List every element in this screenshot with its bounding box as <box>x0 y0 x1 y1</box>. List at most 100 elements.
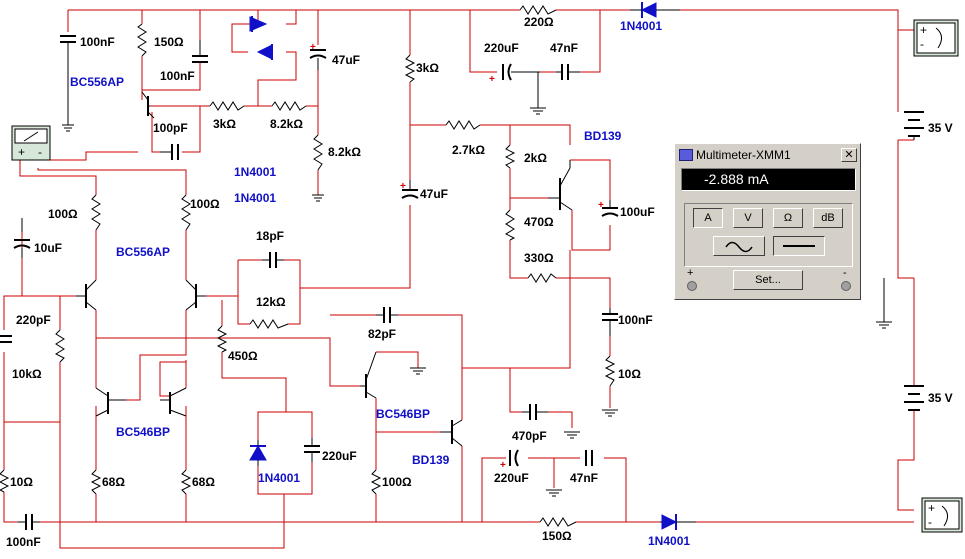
label-12k: 12kΩ <box>256 295 286 309</box>
ground-bc546bp <box>410 367 426 375</box>
multimeter-icon <box>679 148 693 161</box>
svg-text:-: - <box>920 37 924 51</box>
label-220uf-top: 220uF <box>484 41 519 55</box>
resistor-8k2-v <box>313 134 323 171</box>
capacitor-47uf-top <box>309 49 327 70</box>
label-100pf: 100pF <box>153 121 188 135</box>
transistor-bd139-top <box>548 160 573 211</box>
resistor-150 <box>137 23 147 57</box>
multimeter-window[interactable]: Multimeter-XMM1 ✕ -2.888 mA A V Ω dB + S… <box>674 143 861 300</box>
multimeter-title: Multimeter-XMM1 <box>696 147 791 162</box>
label-47uf-top: 47uF <box>332 53 360 67</box>
capacitor-100nf-bottom <box>18 514 40 530</box>
label-450: 450Ω <box>228 349 258 363</box>
label-r150: 150Ω <box>154 35 184 49</box>
multimeter-titlebar[interactable]: Multimeter-XMM1 ✕ <box>677 146 858 163</box>
battery-35v-top <box>904 111 924 140</box>
resistor-100-left <box>91 194 101 231</box>
label-100nf-bottom: 100nF <box>6 535 41 549</box>
positive-terminal[interactable] <box>687 281 697 291</box>
label-100nf-right: 100nF <box>618 313 653 327</box>
diode-top-2 <box>256 44 273 60</box>
label-8k2-v: 8.2kΩ <box>328 145 361 159</box>
mode-decibel-button[interactable]: dB <box>813 208 843 228</box>
label-1n4001-a: 1N4001 <box>234 165 276 179</box>
set-button[interactable]: Set... <box>733 270 803 290</box>
ammeter-left[interactable]: + - <box>11 125 51 161</box>
label-3k-top: 3kΩ <box>416 61 439 75</box>
dc-line-icon <box>783 245 815 247</box>
resistor-2k <box>504 144 516 169</box>
label-220pf: 220pF <box>16 313 51 327</box>
dc-coupling-button[interactable] <box>773 236 825 256</box>
label-bc556ap-mid: BC556AP <box>116 245 170 259</box>
capacitor-220uf-top <box>502 63 540 81</box>
label-68-left: 68Ω <box>102 475 125 489</box>
capacitor-10uf <box>13 218 31 258</box>
label-2k7: 2.7kΩ <box>452 143 485 157</box>
svg-text:+: + <box>920 23 927 37</box>
resistor-68-left <box>90 469 102 495</box>
svg-text:-: - <box>928 515 932 529</box>
resistor-10-right <box>604 355 616 387</box>
mode-ammeter-button[interactable]: A <box>693 208 723 228</box>
label-18pf: 18pF <box>256 229 284 243</box>
battery-35v-bottom <box>904 385 924 411</box>
ground-10-right <box>602 409 618 417</box>
negative-terminal[interactable] <box>841 281 851 291</box>
resistor-8k2-h <box>271 101 307 111</box>
resistor-150-bottom <box>539 517 577 527</box>
ammeter-bottom-right[interactable]: + - <box>921 497 963 533</box>
label-bc546bp-right: BC546BP <box>376 407 430 421</box>
resistor-12k <box>249 319 289 329</box>
resistor-100-bottom <box>370 469 382 495</box>
label-1n4001-mid: 1N4001 <box>258 471 300 485</box>
label-10-right: 10Ω <box>618 367 641 381</box>
label-100uf: 100uF <box>620 205 655 219</box>
capacitor-82pf <box>376 307 398 323</box>
ground-8k2 <box>312 194 324 202</box>
label-68-right: 68Ω <box>192 475 215 489</box>
close-button[interactable]: ✕ <box>841 147 857 162</box>
label-bc556ap-top: BC556AP <box>70 75 124 89</box>
label-35v-bottom: 35 V <box>928 391 953 405</box>
mode-ohmmeter-button[interactable]: Ω <box>773 208 803 228</box>
resistor-68-right <box>180 469 192 495</box>
capacitor-47nf-bottom <box>585 450 593 466</box>
transistor-bc546bp-mid <box>160 387 187 417</box>
transistor-bc546bp-left <box>95 387 126 417</box>
resistor-3k-top <box>404 54 416 83</box>
mode-voltmeter-button[interactable]: V <box>733 208 763 228</box>
capacitor-220uf-bottom <box>509 449 519 467</box>
label-220uf-bottom: 220uF <box>494 471 529 485</box>
multimeter-control-panel: A V Ω dB <box>684 203 853 267</box>
resistor-220 <box>519 5 557 15</box>
ammeter-top-right[interactable]: + - <box>913 19 959 57</box>
label-470pf: 470pF <box>512 429 547 443</box>
multimeter-display: -2.888 mA <box>681 168 856 191</box>
diode-1n4001-bottom <box>660 514 696 530</box>
label-3k-mid: 3kΩ <box>213 117 236 131</box>
capacitor-100uf <box>601 200 619 217</box>
capacitor-100nf-right <box>602 308 618 336</box>
resistor-100-right <box>181 194 191 231</box>
label-bd139-top: BD139 <box>584 129 622 143</box>
capacitor-220pf <box>0 335 12 343</box>
diode-top-1 <box>249 16 268 32</box>
resistor-330 <box>527 273 557 283</box>
ground-top-caps <box>530 72 546 115</box>
transistor-bd139-bottom <box>440 419 463 447</box>
diode-1n4001-mid <box>249 440 267 466</box>
capacitor-220uf-mid <box>304 438 320 462</box>
resistor-2k7 <box>445 120 481 130</box>
svg-text:-: - <box>38 145 42 159</box>
capacitor-100pf <box>160 144 179 160</box>
capacitor-47nf-top <box>556 64 580 80</box>
polarity-220uf-top: + <box>489 74 495 85</box>
label-2k: 2kΩ <box>524 151 547 165</box>
ac-coupling-button[interactable] <box>713 236 765 256</box>
positive-terminal-label: + <box>687 267 694 279</box>
label-10uf: 10uF <box>34 241 62 255</box>
capacitor-47uf-mid <box>401 180 419 199</box>
label-47nf-bottom: 47nF <box>570 471 598 485</box>
